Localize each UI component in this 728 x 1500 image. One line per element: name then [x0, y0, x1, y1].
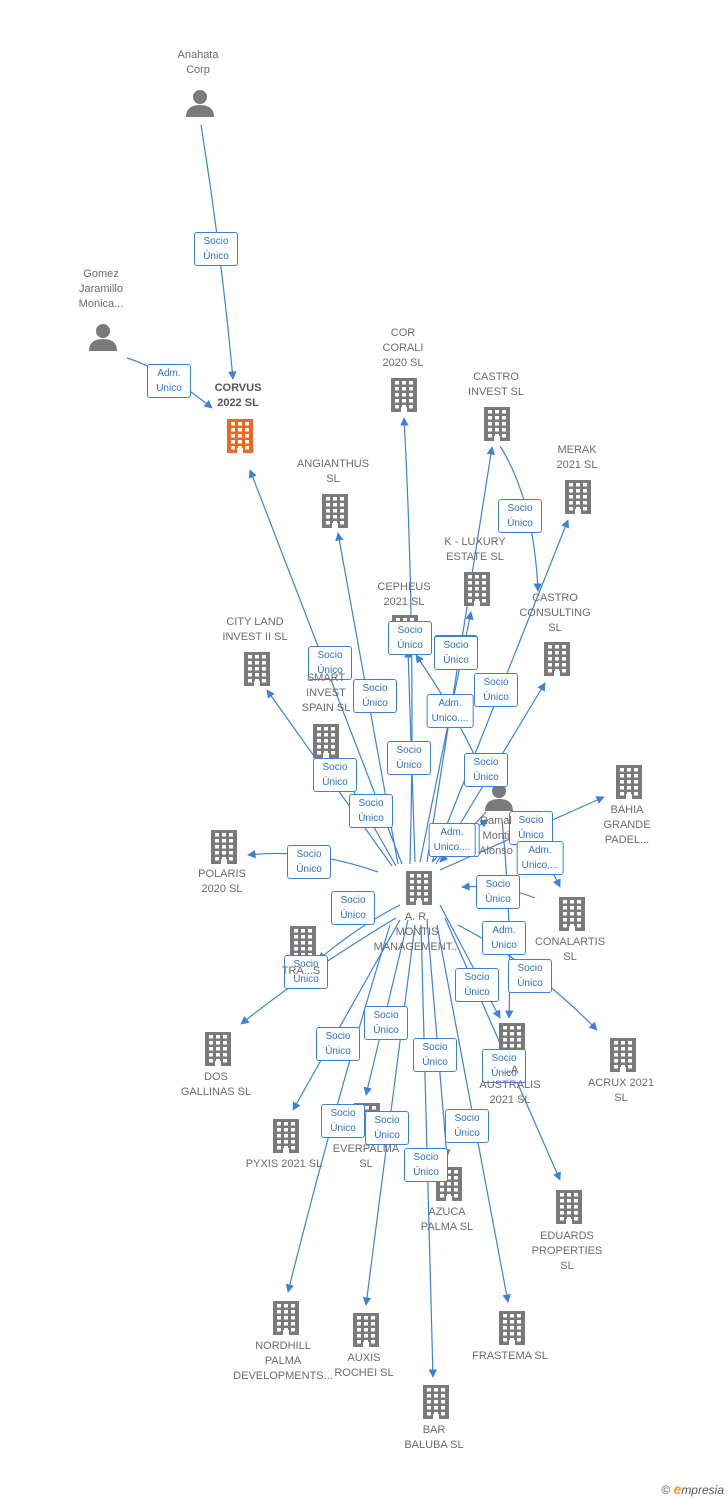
relation-label-anahata-corvus[interactable]: Socio Único: [194, 232, 238, 266]
relation-label-armontis-cepheus[interactable]: Socio Único: [387, 741, 431, 775]
node-label-barbaluba[interactable]: BAR BALUBA SL: [404, 1424, 464, 1451]
relation-label-armontis-frastema[interactable]: Socio Único: [445, 1109, 489, 1143]
relation-label-armontis-bahia[interactable]: Socio Único: [509, 811, 553, 845]
relation-label-armontis-cityland[interactable]: Socio Único: [313, 758, 357, 792]
node-label-auxis[interactable]: AUXIS ROCHEI SL: [334, 1352, 394, 1379]
building-icon-dosgallinas[interactable]: [205, 1032, 231, 1066]
person-icon-ramal[interactable]: [485, 784, 513, 811]
building-icon-kluxury[interactable]: [464, 572, 490, 606]
relation-label-ramal-australis[interactable]: Adm. Unico: [482, 921, 526, 955]
node-label-corcorali[interactable]: COR CORALI 2020 SL: [382, 326, 424, 369]
node-label-polaris[interactable]: POLARIS 2020 SL: [198, 868, 246, 895]
node-label-cityland[interactable]: CITY LAND INVEST II SL: [222, 616, 288, 643]
building-icon-cityland[interactable]: [244, 652, 270, 686]
building-icon-acrux[interactable]: [610, 1038, 636, 1072]
relation-label-ramal-cepheus[interactable]: Adm. Unico....: [426, 694, 474, 728]
node-label-merak[interactable]: MERAK 2021 SL: [556, 444, 598, 471]
building-icon-auxis[interactable]: [353, 1313, 379, 1347]
node-label-castroinvest[interactable]: CASTRO INVEST SL: [467, 371, 525, 398]
node-label-azuca[interactable]: AZUCA PALMA SL: [420, 1206, 474, 1233]
relation-label-armontis-pyxis[interactable]: Socio Único: [316, 1027, 360, 1061]
node-label-smart[interactable]: SMART INVEST SPAIN SL: [301, 671, 351, 714]
building-icon-frastema[interactable]: [499, 1311, 525, 1345]
node-label-pyxis[interactable]: PYXIS 2021 SL: [245, 1157, 323, 1170]
relation-label-armontis-polaris[interactable]: Socio Único: [287, 845, 331, 879]
edge-armontis-tra: [317, 904, 401, 961]
node-label-gomez[interactable]: Gomez Jaramillo Monica...: [78, 267, 124, 310]
building-icon-armontis[interactable]: [406, 871, 432, 905]
relation-label-armontis-corcorali[interactable]: Socio Único: [388, 621, 432, 655]
node-label-eduards[interactable]: EDUARDS PROPERTIES SL: [531, 1229, 603, 1272]
building-icon-angianthus[interactable]: [322, 494, 348, 528]
relation-label-armontis-castroconsulting[interactable]: Socio Único: [464, 753, 508, 787]
edges-layer: [126, 124, 605, 1378]
copyright-symbol: ©: [661, 1483, 671, 1497]
building-icon-polaris[interactable]: [211, 830, 237, 864]
relation-label-armontis-barbaluba[interactable]: Socio Único: [404, 1148, 448, 1182]
relation-label-armontis-conalartis[interactable]: Socio Único: [476, 875, 520, 909]
brand-name: mpresia: [681, 1483, 724, 1497]
relation-label-armontis-dosgallinas[interactable]: Socio Único: [284, 955, 328, 989]
relation-label-armontis-azuca[interactable]: Socio Único: [413, 1038, 457, 1072]
relation-label-armontis-corvus[interactable]: Socio Único: [308, 646, 352, 680]
brand-logo-e: e: [673, 1481, 682, 1497]
node-label-frastema[interactable]: FRASTEMA SL: [472, 1349, 548, 1362]
building-icon-corvus[interactable]: [227, 419, 253, 453]
relation-label-castroinvest-castroconsulting[interactable]: Socio Único: [498, 499, 542, 533]
node-label-bahia[interactable]: BAHIA GRANDE PADEL...: [603, 803, 651, 846]
building-icon-nordhill[interactable]: [273, 1301, 299, 1335]
building-icon-bahia[interactable]: [616, 765, 642, 799]
building-icon-conalartis[interactable]: [559, 897, 585, 931]
building-icon-barbaluba[interactable]: [423, 1385, 449, 1419]
node-label-nordhill[interactable]: NORDHILL PALMA DEVELOPMENTS...: [233, 1339, 333, 1382]
node-label-corvus[interactable]: CORVUS 2022 SL: [214, 382, 262, 409]
relation-label-armontis-auxis[interactable]: Socio Único: [365, 1111, 409, 1145]
node-label-tra[interactable]: TRA...S: [281, 964, 321, 977]
node-label-castroconsulting[interactable]: CASTRO CONSULTING SL: [519, 591, 591, 634]
node-label-ramal[interactable]: Ramal Monti Alonso: [479, 814, 513, 857]
node-label-dosgallinas[interactable]: DOS GALLINAS SL: [180, 1071, 252, 1098]
node-label-angianthus[interactable]: ANGIANTHUS SL: [296, 458, 370, 485]
relation-label-gomez-corvus[interactable]: Adm. Unico: [147, 364, 191, 398]
node-label-australis[interactable]: ...A AUSTRALIS 2021 SL: [479, 1063, 541, 1106]
relation-label-armontis-acrux[interactable]: Socio Único: [508, 959, 552, 993]
relation-label-armontis-kluxury[interactable]: Socio Único: [434, 636, 478, 670]
node-label-armontis[interactable]: A. R. MONTIS MANAGEMENT...: [373, 910, 461, 953]
building-icon-corcorali[interactable]: [391, 378, 417, 412]
building-icon-castroconsulting[interactable]: [544, 642, 570, 676]
relation-label-armontis-eduards[interactable]: Socio Único: [482, 1049, 526, 1083]
person-icon-anahata[interactable]: [186, 90, 214, 117]
node-label-conalartis[interactable]: CONALARTIS SL: [534, 936, 606, 963]
building-icon-pyxis[interactable]: [273, 1119, 299, 1153]
nodes-layer: [89, 90, 642, 1419]
building-icon-eduards[interactable]: [556, 1190, 582, 1224]
node-label-cepheus[interactable]: CEPHEUS 2021 SL: [377, 581, 431, 608]
node-label-anahata[interactable]: Anahata Corp: [177, 49, 219, 76]
node-label-kluxury[interactable]: K - LUXURY ESTATE SL: [444, 536, 506, 563]
relation-label-ramal-conalartis[interactable]: Adm. Unico,...: [516, 841, 564, 875]
relation-label-armontis-tra[interactable]: Socio Único: [331, 891, 375, 925]
node-label-everpalma[interactable]: EVERPALMA SL: [332, 1143, 400, 1170]
edge-ramal-australis: [501, 819, 514, 1019]
relation-label-armontis-ramal[interactable]: Adm. Unico....: [428, 823, 476, 857]
relation-label-armontis-nordhill[interactable]: Socio Único: [321, 1104, 365, 1138]
building-icon-smart[interactable]: [313, 724, 339, 758]
empresia-brand[interactable]: © empresia: [661, 1481, 724, 1497]
relation-label-armontis-australis[interactable]: Socio Único: [455, 968, 499, 1002]
person-icon-gomez[interactable]: [89, 324, 117, 351]
node-label-acrux[interactable]: ACRUX 2021 SL: [587, 1077, 655, 1104]
building-icon-tra[interactable]: [290, 926, 316, 960]
relation-label-armontis-everpalma[interactable]: Socio Único: [364, 1006, 408, 1040]
building-icon-merak[interactable]: [565, 480, 591, 514]
relation-label-armontis-merak[interactable]: Socio Único: [474, 673, 518, 707]
relation-label-armontis-smart[interactable]: Socio Único: [349, 794, 393, 828]
relation-label-armontis-angianthus[interactable]: Socio Único: [353, 679, 397, 713]
building-icon-castroinvest[interactable]: [484, 407, 510, 441]
